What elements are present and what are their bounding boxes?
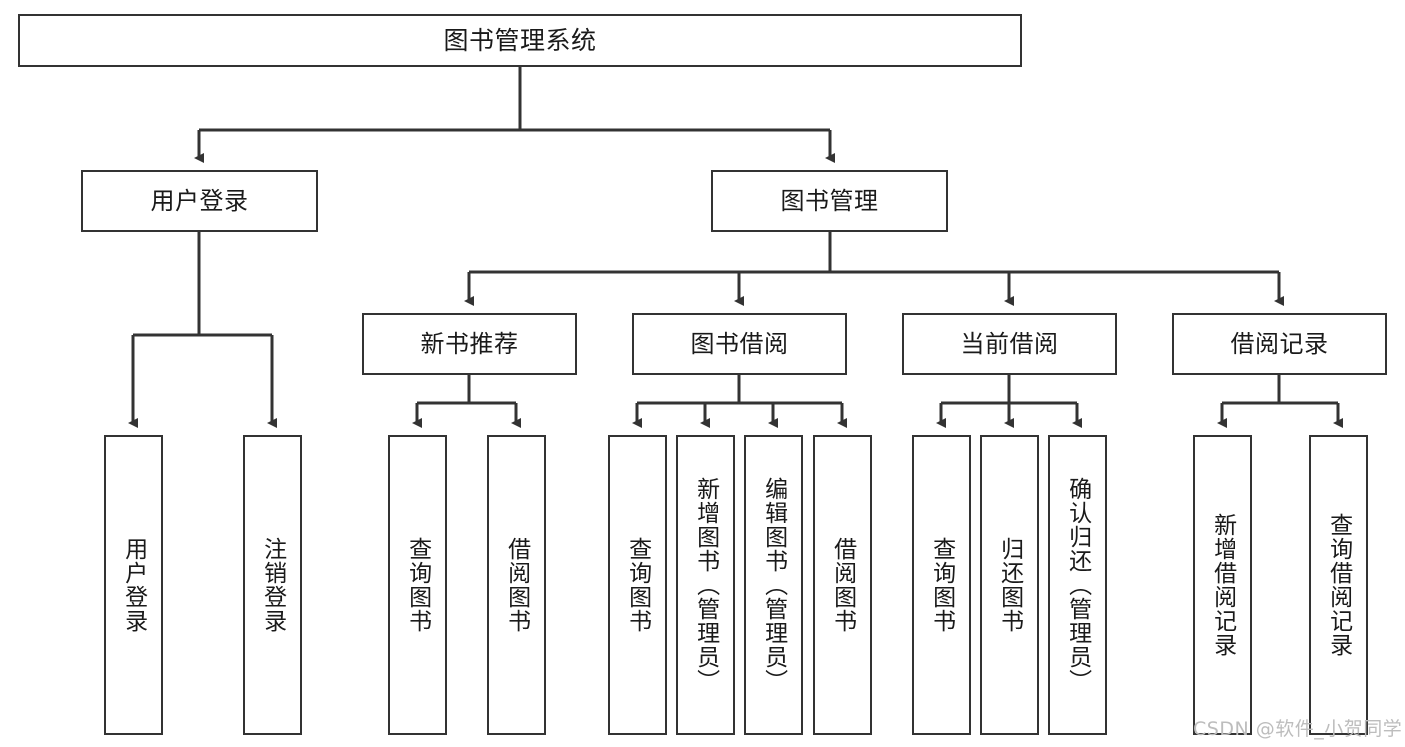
node-leaf-return-book-label: 归还图书 — [996, 537, 1023, 633]
node-leaf-user-login-label: 用户登录 — [120, 537, 147, 633]
node-leaf-query-record-label: 查询借阅记录 — [1325, 513, 1352, 657]
node-root-label: 图书管理系统 — [443, 25, 597, 55]
node-leaf-query-book-1-label: 查询图书 — [404, 537, 431, 633]
node-leaf-query-book-1[interactable]: 查询图书 — [388, 435, 447, 735]
node-borrow-record-label: 借阅记录 — [1230, 329, 1329, 358]
node-book-borrow[interactable]: 图书借阅 — [632, 313, 847, 375]
node-leaf-confirm-return-label: 确认归还（管理员） — [1064, 477, 1091, 693]
node-leaf-logout-login-label: 注销登录 — [259, 537, 286, 633]
node-leaf-borrow-book-2[interactable]: 借阅图书 — [813, 435, 872, 735]
node-leaf-query-book-3[interactable]: 查询图书 — [912, 435, 971, 735]
node-leaf-return-book[interactable]: 归还图书 — [980, 435, 1039, 735]
node-leaf-edit-book[interactable]: 编辑图书（管理员） — [744, 435, 803, 735]
node-leaf-query-book-3-label: 查询图书 — [928, 537, 955, 633]
node-leaf-borrow-book-1[interactable]: 借阅图书 — [487, 435, 546, 735]
node-book-management-label: 图书管理 — [780, 186, 879, 215]
node-leaf-borrow-book-1-label: 借阅图书 — [503, 537, 530, 633]
node-user-login[interactable]: 用户登录 — [81, 170, 318, 232]
node-new-book-recommend-label: 新书推荐 — [420, 329, 519, 358]
node-user-login-label: 用户登录 — [150, 186, 249, 215]
node-current-borrow-label: 当前借阅 — [960, 329, 1059, 358]
node-leaf-add-book-label: 新增图书（管理员） — [692, 477, 719, 693]
node-leaf-add-record[interactable]: 新增借阅记录 — [1193, 435, 1252, 735]
node-leaf-user-login[interactable]: 用户登录 — [104, 435, 163, 735]
node-leaf-query-book-2[interactable]: 查询图书 — [608, 435, 667, 735]
node-leaf-add-record-label: 新增借阅记录 — [1209, 513, 1236, 657]
node-borrow-record[interactable]: 借阅记录 — [1172, 313, 1387, 375]
node-leaf-query-book-2-label: 查询图书 — [624, 537, 651, 633]
node-current-borrow[interactable]: 当前借阅 — [902, 313, 1117, 375]
watermark-text: CSDN @软件_小贺同学 — [1193, 718, 1403, 740]
node-leaf-edit-book-label: 编辑图书（管理员） — [760, 477, 787, 693]
node-leaf-query-record[interactable]: 查询借阅记录 — [1309, 435, 1368, 735]
node-root[interactable]: 图书管理系统 — [18, 14, 1022, 67]
node-leaf-logout-login[interactable]: 注销登录 — [243, 435, 302, 735]
node-leaf-borrow-book-2-label: 借阅图书 — [829, 537, 856, 633]
node-new-book-recommend[interactable]: 新书推荐 — [362, 313, 577, 375]
node-leaf-add-book[interactable]: 新增图书（管理员） — [676, 435, 735, 735]
node-book-management[interactable]: 图书管理 — [711, 170, 948, 232]
node-book-borrow-label: 图书借阅 — [690, 329, 789, 358]
node-leaf-confirm-return[interactable]: 确认归还（管理员） — [1048, 435, 1107, 735]
